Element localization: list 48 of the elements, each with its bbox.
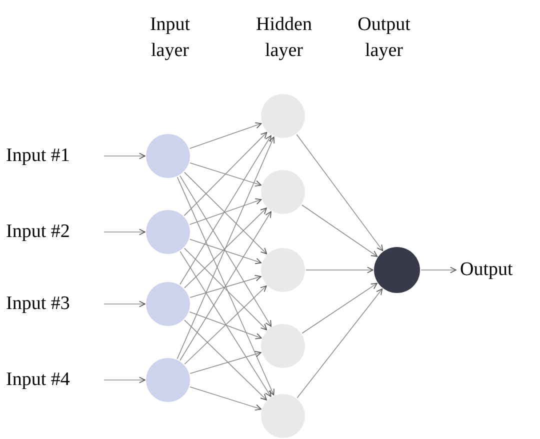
- arrow: [190, 275, 262, 298]
- arrow: [184, 320, 267, 400]
- layer-heading: Input layer: [148, 13, 192, 63]
- input-neuron: [146, 282, 190, 326]
- arrow: [420, 266, 456, 274]
- arrow: [190, 162, 262, 187]
- input-neuron: [146, 358, 190, 402]
- input-label: Input #2: [6, 219, 100, 245]
- arrow: [306, 266, 374, 274]
- arrow: [189, 312, 262, 340]
- arrow: [190, 386, 262, 411]
- arrow: [176, 176, 274, 396]
- arrow: [189, 238, 262, 264]
- arrow: [190, 351, 262, 374]
- arrow: [104, 152, 146, 160]
- arrow: [104, 300, 146, 308]
- arrow: [184, 248, 268, 330]
- input-label: Input #3: [6, 291, 100, 317]
- hidden-neuron: [261, 170, 305, 214]
- arrow: [302, 282, 378, 334]
- arrow: [180, 251, 272, 397]
- input-label: Output: [460, 257, 538, 283]
- input-neuron: [146, 134, 190, 178]
- hidden-neuron: [261, 324, 305, 368]
- input-label: Input #1: [6, 143, 100, 169]
- arrow: [302, 204, 378, 257]
- arrow: [189, 122, 262, 149]
- layer-heading: Output layer: [356, 13, 412, 63]
- arrow: [104, 376, 146, 384]
- hidden-neuron: [261, 94, 305, 138]
- hidden-neuron: [261, 394, 305, 438]
- arrow: [104, 228, 146, 236]
- input-neuron: [146, 210, 190, 254]
- arrow: [180, 211, 272, 361]
- output-neuron: [374, 247, 420, 293]
- arrow: [180, 175, 272, 327]
- arrow: [296, 288, 383, 398]
- layer-heading: Hidden layer: [255, 13, 313, 63]
- input-label: Input #4: [6, 367, 100, 393]
- arrow: [184, 132, 268, 216]
- arrow: [184, 285, 267, 364]
- arrow: [189, 198, 262, 225]
- arrow: [184, 172, 268, 254]
- arrow: [180, 135, 272, 285]
- arrow: [296, 134, 384, 252]
- arrow: [176, 136, 275, 360]
- arrow: [184, 208, 267, 288]
- hidden-neuron: [261, 248, 305, 292]
